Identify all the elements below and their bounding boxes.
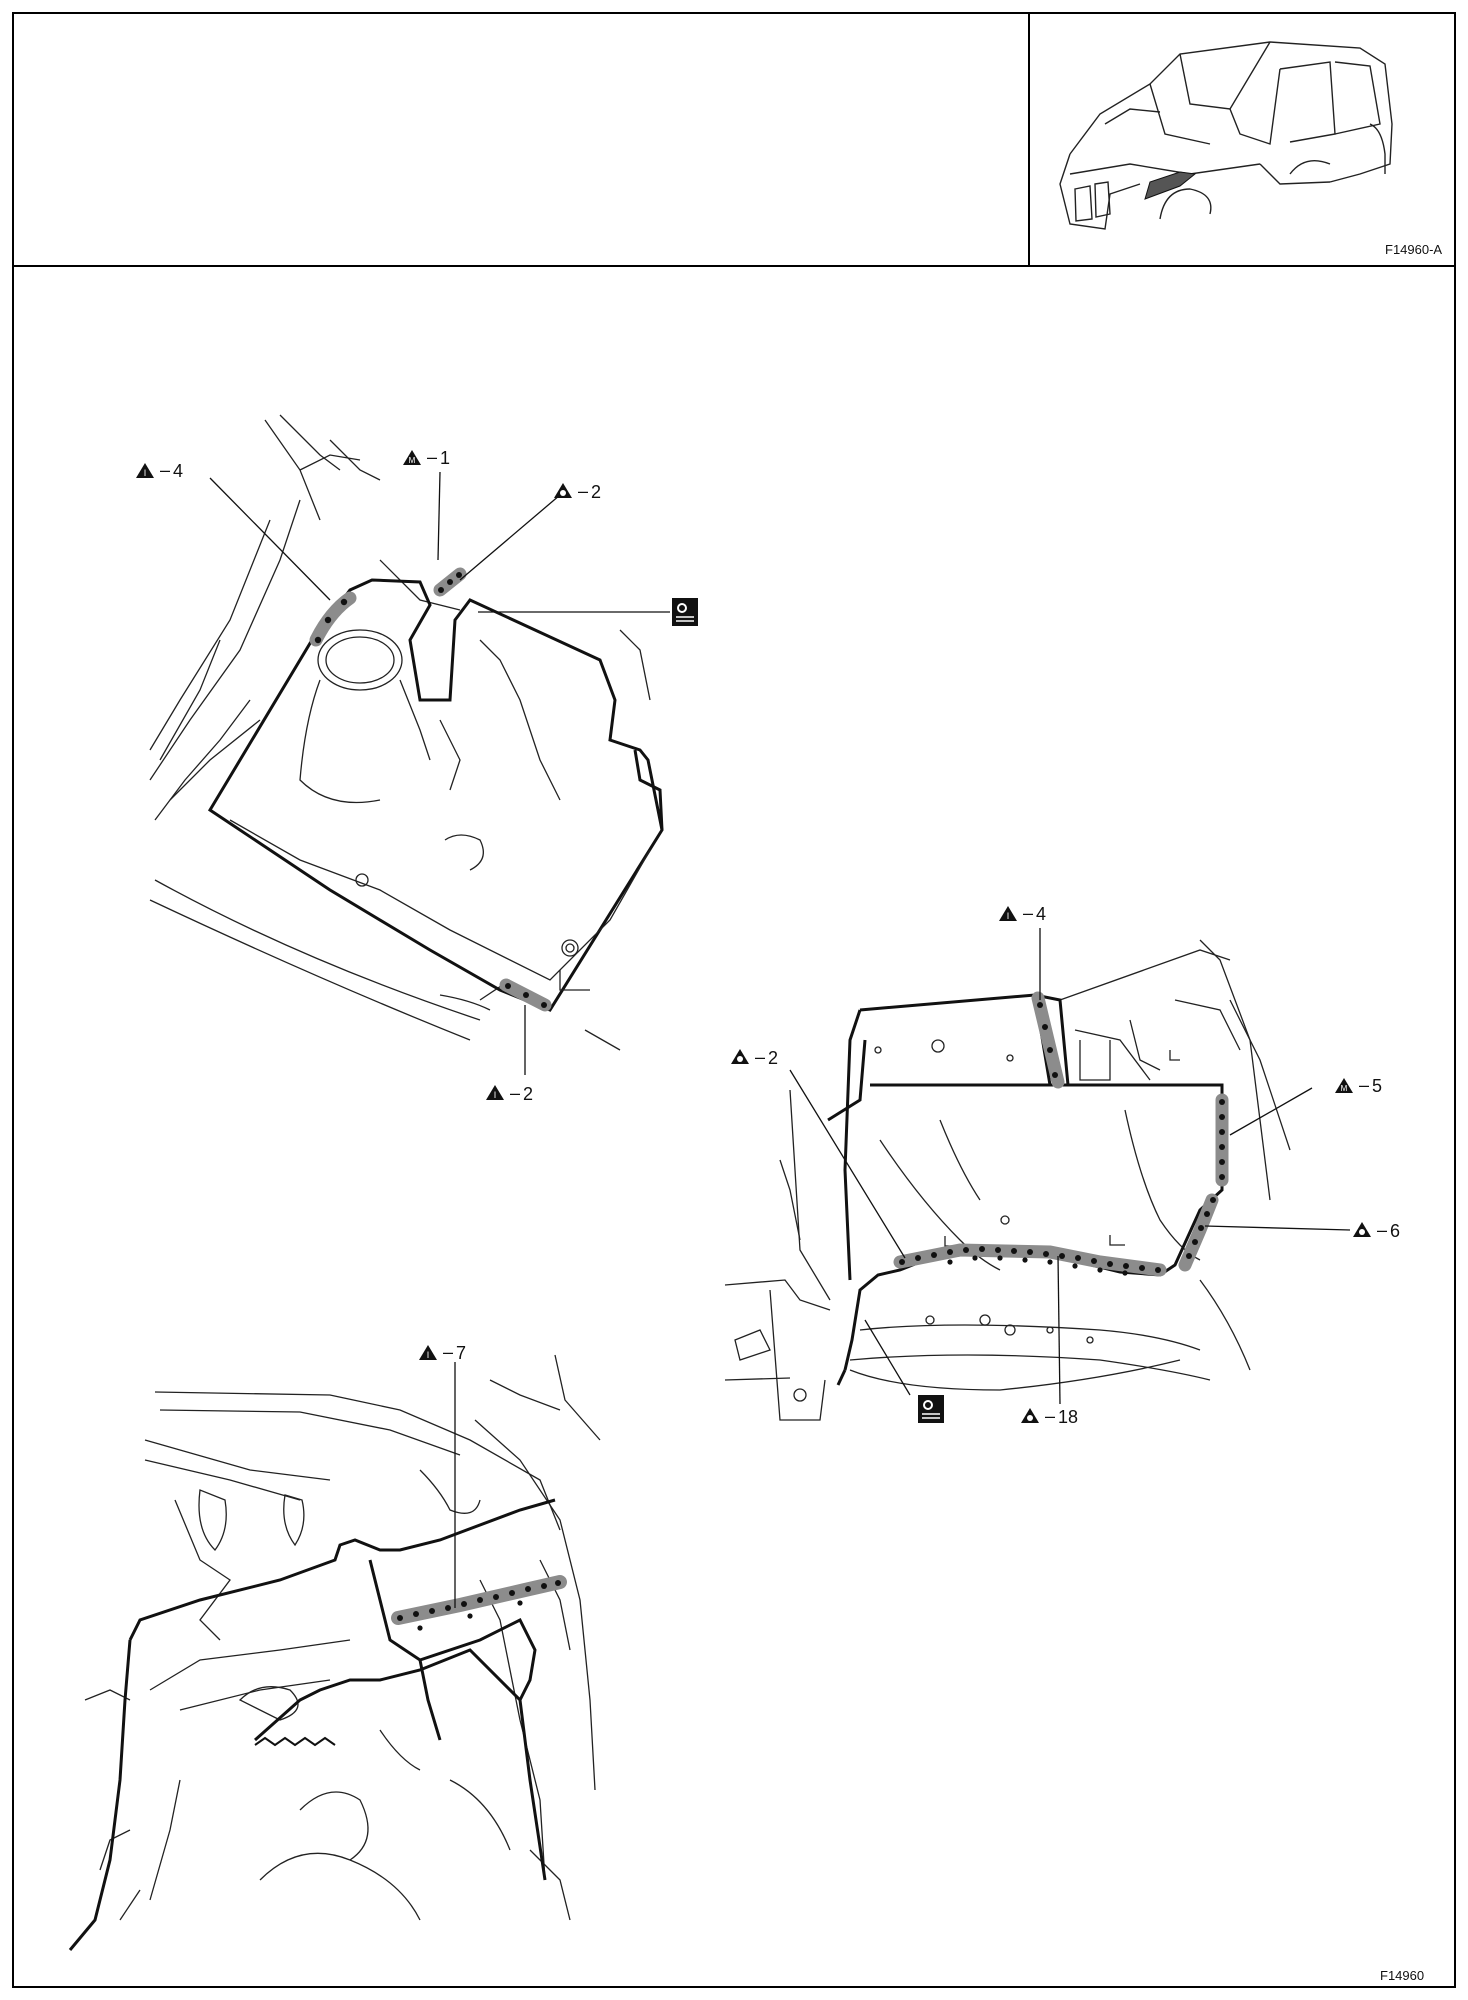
svg-text:–: – <box>578 481 588 501</box>
svg-text:–: – <box>160 460 170 480</box>
callout-o-18: – 18 <box>1021 1406 1078 1427</box>
svg-text:2: 2 <box>591 482 601 502</box>
svg-text:5: 5 <box>1372 1076 1382 1096</box>
svg-text:2: 2 <box>768 1048 778 1068</box>
sealer-symbol-top <box>672 598 698 626</box>
svg-text:–: – <box>510 1083 520 1103</box>
callout-i-4-top: I – 4 <box>136 460 183 481</box>
svg-text:7: 7 <box>456 1343 466 1363</box>
svg-text:I: I <box>1007 911 1010 921</box>
svg-text:–: – <box>1023 903 1033 923</box>
svg-text:–: – <box>755 1047 765 1067</box>
svg-text:I: I <box>494 1090 497 1100</box>
svg-text:M: M <box>1341 1084 1348 1093</box>
svg-text:–: – <box>443 1342 453 1362</box>
svg-text:–: – <box>1359 1075 1369 1095</box>
callout-i-4-right: I – 4 <box>999 903 1046 924</box>
callout-o-6: – 6 <box>1353 1220 1400 1241</box>
svg-text:M: M <box>409 456 416 465</box>
svg-text:–: – <box>1377 1220 1387 1240</box>
callout-o-2-top: – 2 <box>554 481 601 502</box>
page-frame: F14960-A <box>12 12 1456 1988</box>
svg-text:6: 6 <box>1390 1221 1400 1241</box>
callout-i-2-bottom: I – 2 <box>486 1083 533 1104</box>
svg-text:2: 2 <box>523 1084 533 1104</box>
callout-i-7: I – 7 <box>419 1342 466 1363</box>
svg-text:18: 18 <box>1058 1407 1078 1427</box>
svg-text:I: I <box>144 468 147 478</box>
vehicle-locator-cell: F14960-A <box>1030 14 1454 265</box>
sealer-symbol-right <box>918 1395 944 1423</box>
diagram-front-apron: I – 4 M – 1 – 2 I – 2 <box>136 414 698 1104</box>
diagram-wheelhouse-inner: I – 4 – 2 M – 5 – 6 – 18 <box>724 903 1400 1427</box>
svg-text:–: – <box>1045 1406 1055 1426</box>
callout-m-1: M – 1 <box>403 447 450 468</box>
locator-code: F14960-A <box>1385 242 1442 257</box>
svg-text:1: 1 <box>440 448 450 468</box>
figure-code: F14960 <box>1380 1968 1424 1983</box>
callout-m-5: M – 5 <box>1335 1075 1382 1096</box>
header-blank-cell <box>14 14 1030 265</box>
diagram-rear-floor-member: I – 7 <box>68 1342 601 1951</box>
header-row: F14960-A <box>14 14 1454 267</box>
vehicle-locator-illustration: F14960-A <box>1059 41 1442 257</box>
svg-text:–: – <box>427 447 437 467</box>
svg-text:4: 4 <box>1036 904 1046 924</box>
svg-text:I: I <box>427 1350 430 1360</box>
callout-o-2-right: – 2 <box>731 1047 778 1068</box>
svg-text:4: 4 <box>173 461 183 481</box>
